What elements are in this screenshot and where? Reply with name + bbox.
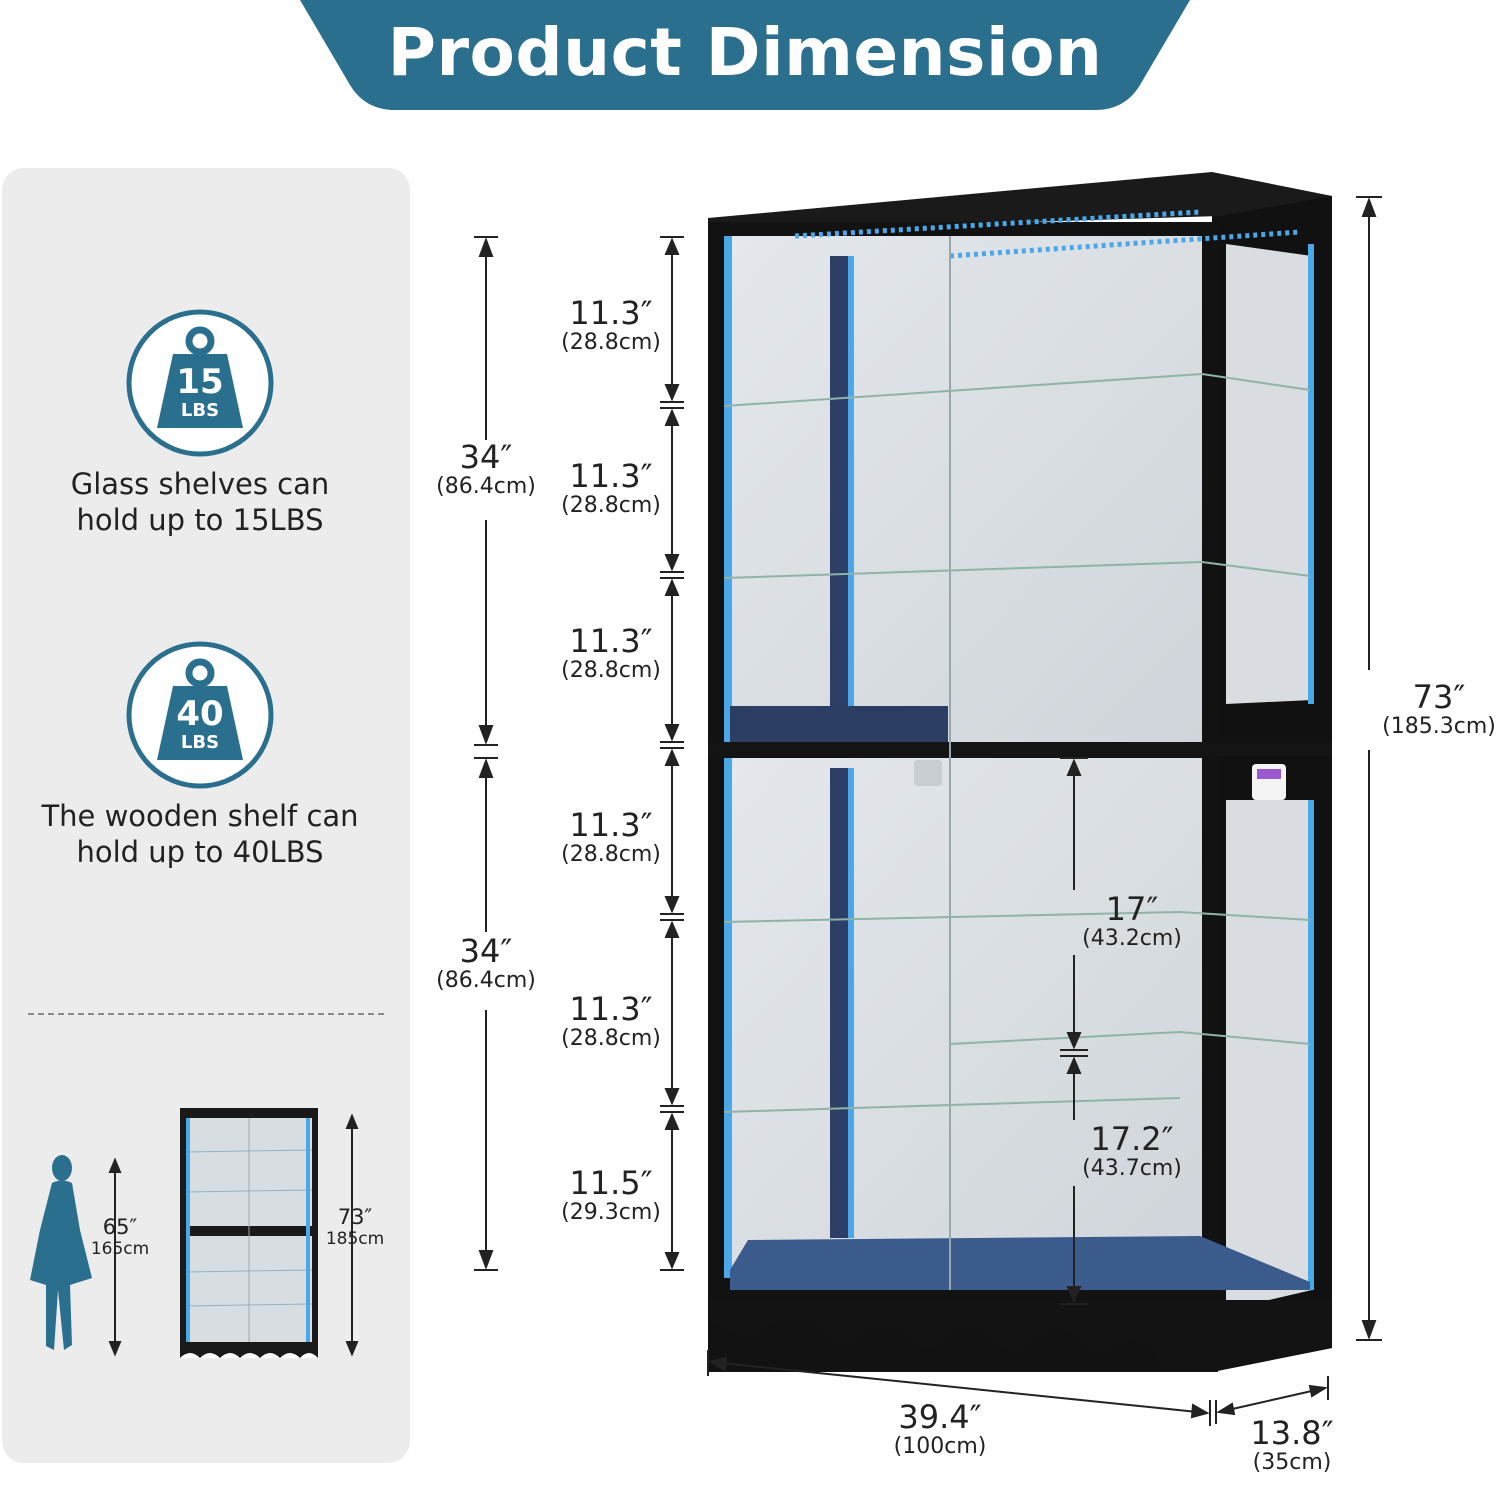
feature-glass-shelves: Glass shelves can hold up to 15LBS xyxy=(10,466,390,538)
feature-line: The wooden shelf can xyxy=(41,799,359,833)
total-height-label: 73″ (185.3cm) xyxy=(1382,678,1496,739)
depth-label: 13.8″ (35cm) xyxy=(1250,1414,1334,1475)
page-title: Product Dimension xyxy=(387,14,1103,91)
shelf-spacing-label: 11.3″ (28.8cm) xyxy=(561,990,661,1051)
person-height-label: 65″ 165cm xyxy=(90,1215,150,1259)
badge-unit: LBS xyxy=(181,732,219,753)
weight-40-lbs-icon: 40 LBS xyxy=(126,641,274,789)
shelf-spacing-label: 11.3″ (28.8cm) xyxy=(561,457,661,518)
badge-value: 40 xyxy=(176,694,223,734)
inner-upper-height-label: 17″ (43.2cm) xyxy=(1082,890,1182,951)
feature-line: hold up to 15LBS xyxy=(76,503,324,537)
banner-shape xyxy=(300,0,1190,110)
display-cabinet-image xyxy=(708,172,1332,1372)
weight-15-lbs-icon: 15 LBS xyxy=(126,309,274,457)
dashed-divider xyxy=(28,1013,384,1015)
width-label: 39.4″ (100cm) xyxy=(893,1398,987,1459)
inner-lower-height-label: 17.2″ (43.7cm) xyxy=(1082,1120,1182,1181)
shelf-spacing-label: 11.3″ (28.8cm) xyxy=(561,294,661,355)
feature-wooden-shelf: The wooden shelf can hold up to 40LBS xyxy=(10,798,390,870)
shelf-spacing-label: 11.5″ (29.3cm) xyxy=(561,1164,661,1225)
lower-section-height-label: 34″ (86.4cm) xyxy=(436,932,536,993)
badge-value: 15 xyxy=(176,362,223,402)
dimension-lines xyxy=(474,196,1382,1426)
feature-line: hold up to 40LBS xyxy=(76,835,324,869)
upper-section-height-label: 34″ (86.4cm) xyxy=(436,438,536,499)
shelf-spacing-label: 11.3″ (28.8cm) xyxy=(561,622,661,683)
shelf-spacing-label: 11.3″ (28.8cm) xyxy=(561,806,661,867)
feature-line: Glass shelves can xyxy=(70,467,330,501)
cabinet-height-label: 73″ 185cm xyxy=(325,1205,385,1249)
badge-unit: LBS xyxy=(181,400,219,421)
